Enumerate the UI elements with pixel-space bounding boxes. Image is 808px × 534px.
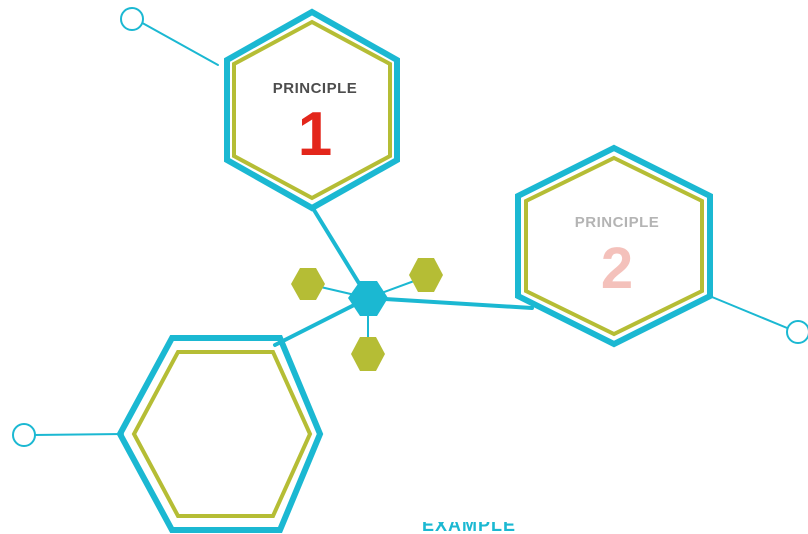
node-right <box>409 258 443 292</box>
bond-hub-to-bottom-ring <box>273 296 370 347</box>
terminal-atom-right <box>786 320 808 344</box>
bond-ring3-to-end <box>32 433 124 436</box>
bond-ring1-to-end <box>136 19 219 66</box>
terminal-atom-left <box>12 423 36 447</box>
hexagon-bottom-left <box>116 335 324 533</box>
bond-ring2-to-end <box>711 296 793 331</box>
bond-hub-to-principle-2 <box>366 296 534 310</box>
hexagon-principle-1 <box>224 8 400 212</box>
principle-2-label: PRINCIPLE <box>574 214 660 231</box>
small-nodes <box>291 258 443 371</box>
principle-1-number: 1 <box>297 100 333 169</box>
hexagon-principle-2 <box>515 144 713 348</box>
footer-text: EXAMPLE <box>421 522 516 534</box>
footer-text-clipped: EXAMPLE <box>404 522 534 534</box>
central-atom <box>348 281 388 316</box>
principle-1-label: PRINCIPLE <box>272 80 358 97</box>
terminal-atoms <box>12 7 808 447</box>
principle-2-number: 2 <box>600 236 634 301</box>
node-left <box>291 268 325 300</box>
terminal-atom-top <box>120 7 144 31</box>
node-bottom <box>351 337 385 371</box>
